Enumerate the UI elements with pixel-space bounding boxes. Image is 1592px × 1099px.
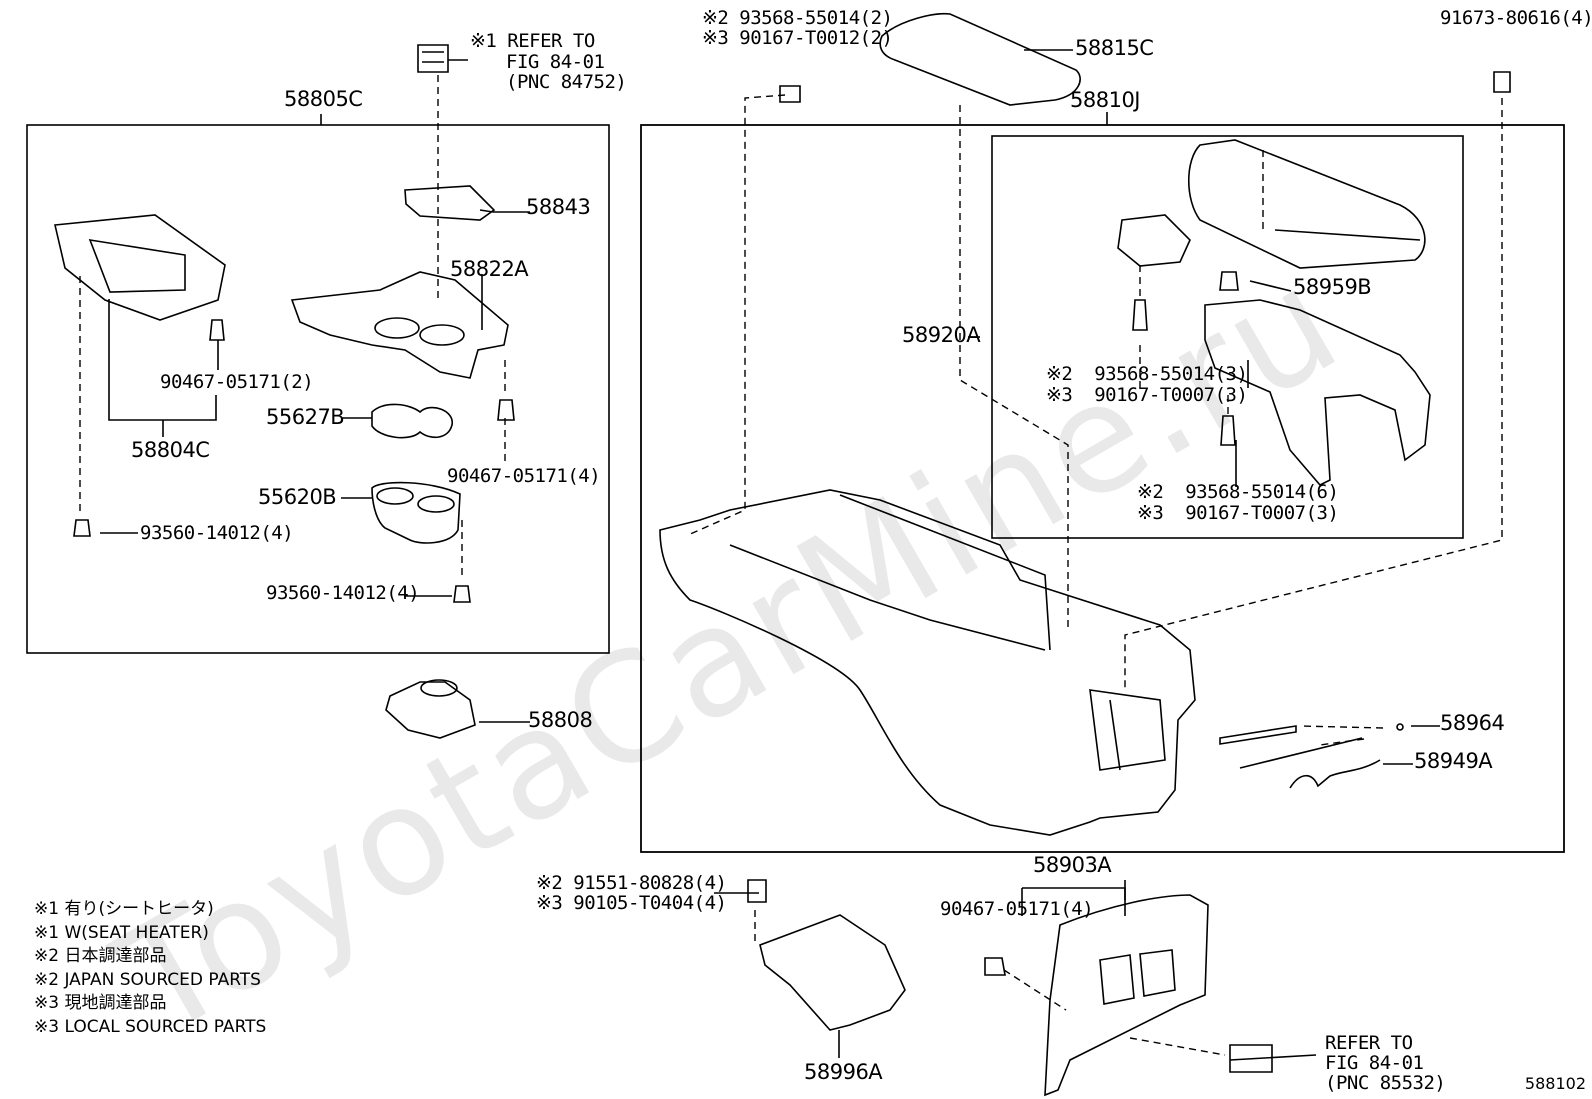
console-body	[659, 489, 1196, 836]
refer-note-85532-line3: (PNC 85532)	[1325, 1072, 1446, 1094]
label-58843: 58843	[526, 195, 591, 219]
vent-left	[1099, 954, 1135, 1005]
label-low-screw-line2: ※3 90167-T0007(3)	[1137, 502, 1339, 524]
vent-right	[1139, 949, 1176, 997]
figure-number: 588102	[1524, 1074, 1586, 1093]
part-58843	[404, 185, 496, 221]
label-58949A: 58949A	[1414, 749, 1493, 773]
label-93560-14012-a: 93560-14012(4)	[140, 522, 294, 544]
label-58903A: 58903A	[1033, 853, 1112, 877]
screw-93560-a	[73, 519, 91, 537]
rod-58949A	[1239, 737, 1363, 769]
label-low-screw-line1: ※2 93568-55014(6)	[1137, 481, 1339, 503]
label-58808: 58808	[528, 708, 593, 732]
box-58805C	[26, 124, 610, 654]
spring-58949A	[1289, 759, 1381, 789]
rear-panel-58903A	[1044, 894, 1209, 1097]
label-90467-05171-4b: 90467-05171(4)	[940, 898, 1094, 920]
bolt-91673	[1493, 71, 1511, 93]
bolt-93568-top	[779, 85, 801, 103]
part-55620B	[371, 481, 461, 544]
label-58996A: 58996A	[804, 1060, 883, 1084]
clip-90467-a	[209, 319, 225, 341]
label-90467-05171-4a: 90467-05171(4)	[447, 465, 601, 487]
legend-line-1: ※1 有り(シートヒータ)	[34, 899, 214, 919]
label-58804C: 58804C	[131, 438, 210, 462]
label-58805C: 58805C	[284, 87, 363, 111]
label-90467-05171-2: 90467-05171(2)	[160, 371, 314, 393]
label-bottom-bolt-line2: ※3 90105-T0404(4)	[536, 892, 727, 914]
part-58964	[1219, 725, 1297, 745]
label-58959B: 58959B	[1293, 275, 1372, 299]
label-top-bolt-line1: ※2 93568-55014(2)	[702, 7, 893, 29]
part-58808	[385, 681, 476, 739]
box-inner-lid	[991, 135, 1464, 539]
refer-note-84752-line3: (PNC 84752)	[506, 71, 627, 93]
clip-90467-c	[984, 957, 1006, 976]
refer-note-84752-line2: FIG 84-01	[506, 51, 605, 73]
clip-90467-b	[497, 399, 515, 421]
part-hinge	[1204, 299, 1431, 486]
refer-note-85532-line2: FIG 84-01	[1325, 1052, 1424, 1074]
label-91673-80616: 91673-80616(4)	[1440, 7, 1592, 29]
label-58815C: 58815C	[1075, 36, 1154, 60]
part-58822A	[290, 271, 509, 379]
part-58804C	[54, 214, 226, 321]
label-bottom-bolt-line1: ※2 91551-80828(4)	[536, 872, 727, 894]
lid-58920A	[1187, 139, 1426, 269]
label-mid-screw-line2: ※3 90167-T0007(3)	[1046, 384, 1248, 406]
legend: ※1 有り(シートヒータ) ※1 W(SEAT HEATER) ※2 日本調達部…	[34, 898, 266, 1039]
part-latch	[1117, 214, 1191, 267]
label-58920A: 58920A	[902, 323, 981, 347]
screw-93568-low	[1220, 415, 1236, 446]
label-mid-screw-line1: ※2 93568-55014(3)	[1046, 363, 1248, 385]
screw-93560-b	[453, 585, 471, 603]
connector-84752	[417, 44, 449, 73]
part-58815C	[879, 12, 1081, 106]
label-55627B: 55627B	[266, 405, 345, 429]
part-55627B	[371, 403, 453, 439]
legend-line-6: ※3 LOCAL SOURCED PARTS	[34, 1016, 267, 1037]
bolt-91551	[747, 879, 767, 903]
connector-85532	[1229, 1044, 1273, 1073]
screw-93568-mid	[1132, 299, 1148, 331]
label-58964: 58964	[1440, 711, 1505, 735]
refer-note-85532-line1: REFER TO	[1325, 1032, 1413, 1054]
bracket-58996A	[759, 914, 906, 1031]
refer-note-84752-line1: ※1 REFER TO	[470, 30, 595, 52]
legend-line-3: ※2 日本調達部品	[34, 946, 167, 966]
legend-line-2: ※1 W(SEAT HEATER)	[34, 922, 209, 943]
label-55620B: 55620B	[258, 485, 337, 509]
label-93560-14012-b: 93560-14012(4)	[266, 582, 420, 604]
label-top-bolt-line2: ※3 90167-T0012(2)	[702, 27, 893, 49]
label-58822A: 58822A	[450, 257, 529, 281]
legend-line-5: ※3 現地調達部品	[34, 993, 167, 1013]
box-58810J	[640, 124, 1565, 853]
legend-line-4: ※2 JAPAN SOURCED PARTS	[34, 969, 261, 990]
label-58810J: 58810J	[1070, 88, 1141, 112]
clip-58959B	[1219, 271, 1239, 291]
